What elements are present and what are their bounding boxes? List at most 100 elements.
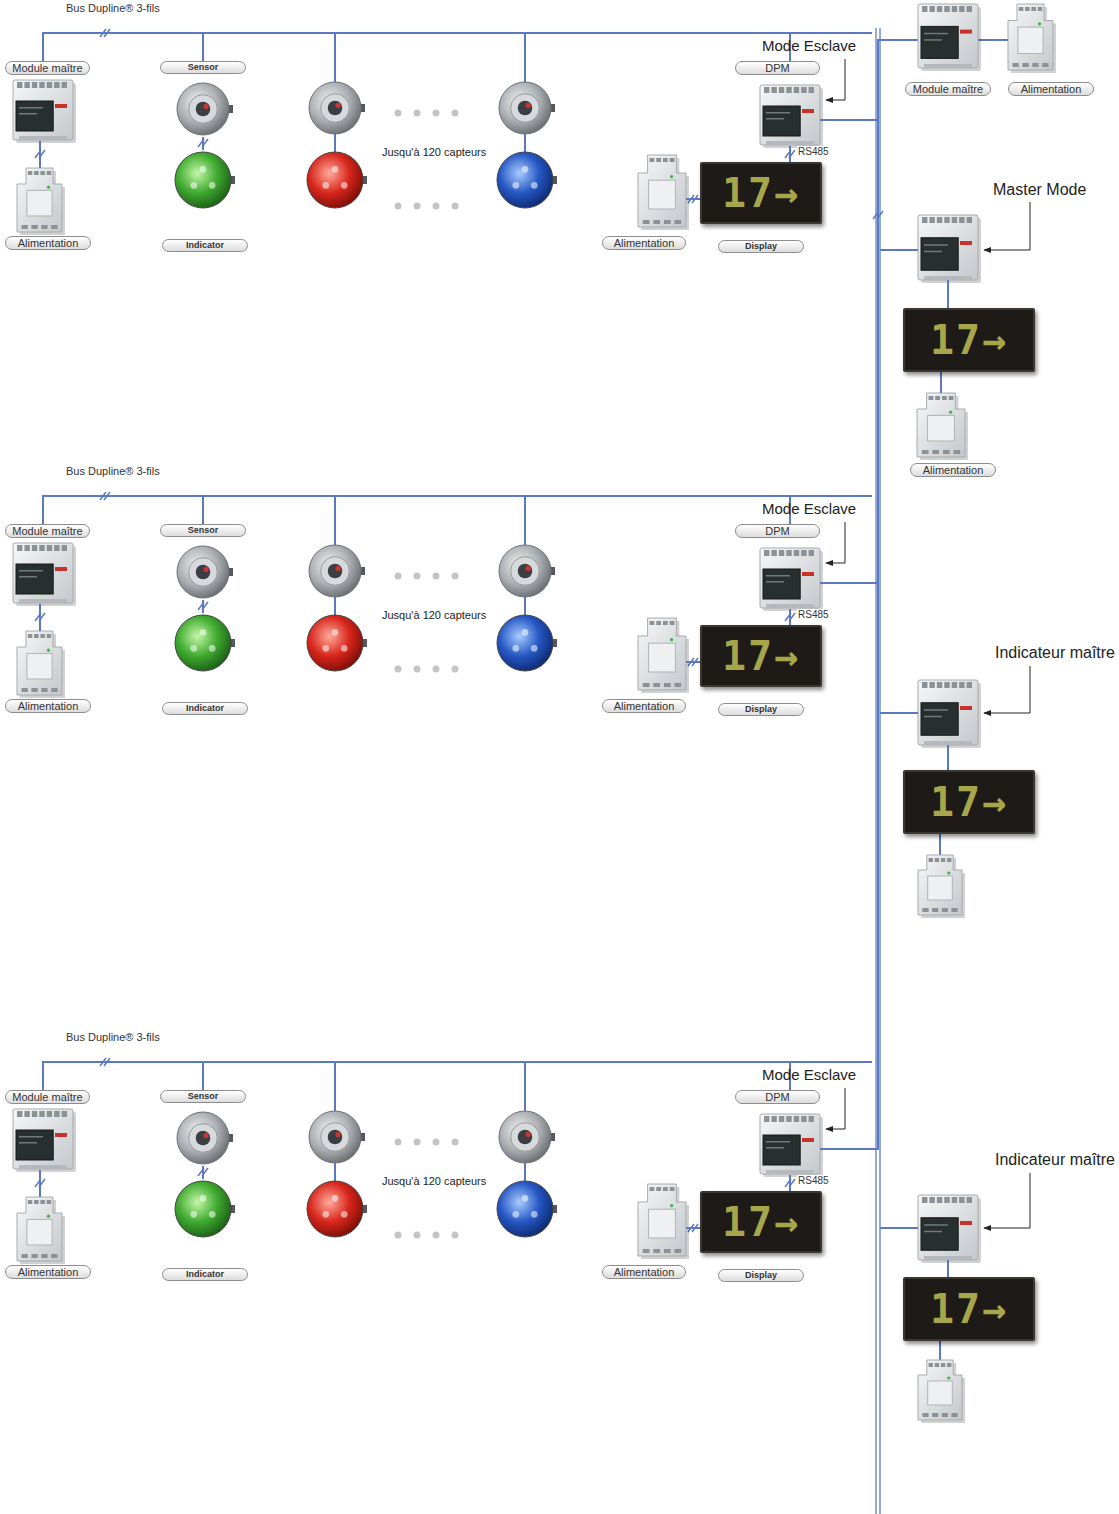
power-terminal bbox=[650, 621, 655, 625]
continuation-dot bbox=[414, 110, 421, 117]
device-tag: DPM bbox=[735, 524, 820, 538]
module-logo bbox=[802, 109, 814, 113]
bus-wire bbox=[947, 280, 949, 308]
power-terminal bbox=[942, 908, 948, 912]
din-module bbox=[13, 543, 76, 606]
power-body bbox=[918, 1360, 962, 1420]
power-terminal bbox=[31, 688, 37, 692]
module-panel-line bbox=[766, 1147, 784, 1149]
bus-label: Bus Dupline® 3-fils bbox=[65, 2, 161, 15]
device-node: 17→ bbox=[903, 770, 1035, 834]
bay-indicator bbox=[497, 152, 557, 208]
indicator-led bbox=[531, 645, 538, 652]
power-terminal bbox=[922, 450, 929, 454]
power-terminal bbox=[40, 171, 45, 175]
bus-connector bbox=[686, 661, 700, 663]
module-terminal bbox=[39, 545, 44, 551]
parking-sensor bbox=[499, 545, 555, 597]
device-tag: Alimentation bbox=[602, 236, 686, 250]
module-terminal bbox=[62, 1111, 67, 1117]
callout-leader bbox=[826, 522, 845, 563]
module-panel bbox=[16, 564, 53, 594]
din-module bbox=[760, 548, 823, 611]
bus-wire bbox=[880, 712, 918, 714]
module-logo bbox=[802, 572, 814, 576]
module-terminal bbox=[771, 87, 776, 93]
bus-connector bbox=[43, 33, 790, 61]
callout-leader bbox=[984, 202, 1030, 250]
module-terminal bbox=[937, 1197, 942, 1203]
bus-connector bbox=[202, 1166, 204, 1179]
module-terminal bbox=[809, 550, 814, 556]
continuation-dot bbox=[452, 666, 459, 673]
bay-indicator bbox=[307, 615, 367, 671]
sensor-body bbox=[177, 83, 229, 135]
module-terminal bbox=[786, 87, 791, 93]
power-terminal bbox=[935, 858, 939, 862]
bus-connector bbox=[39, 604, 41, 631]
device-node: DPM bbox=[735, 524, 820, 609]
module-panel-line bbox=[924, 709, 948, 711]
continuation-dot bbox=[452, 110, 459, 117]
led-display: 17→ bbox=[700, 625, 822, 687]
bus-wire bbox=[790, 1061, 872, 1063]
module-panel-line bbox=[19, 1136, 43, 1138]
bus-label: Bus Dupline® 3-fils bbox=[65, 1031, 161, 1044]
power-terminal bbox=[643, 220, 650, 224]
device-node: Module maître bbox=[5, 61, 90, 141]
power-front bbox=[928, 876, 953, 900]
device-node: Module maître bbox=[5, 524, 90, 604]
module-terminal bbox=[944, 682, 949, 688]
module-terminal bbox=[24, 1111, 29, 1117]
power-terminal bbox=[943, 450, 950, 454]
sensor-body bbox=[177, 546, 229, 598]
power-terminal bbox=[935, 1363, 939, 1367]
module-foot bbox=[924, 64, 972, 68]
module-terminal bbox=[801, 1116, 806, 1122]
module-terminal bbox=[786, 550, 791, 556]
module-panel-line bbox=[924, 251, 942, 253]
indicator-led bbox=[200, 1195, 207, 1202]
continuation-dot bbox=[414, 1139, 421, 1146]
parking-sensor bbox=[177, 83, 233, 135]
power-terminal bbox=[932, 1413, 938, 1417]
device-node: Alimentation bbox=[5, 631, 91, 713]
module-terminal bbox=[929, 6, 934, 12]
sensor-eye bbox=[518, 1130, 533, 1145]
power-terminal bbox=[1038, 7, 1043, 11]
power-led bbox=[947, 1376, 950, 1379]
bay-indicator bbox=[175, 1181, 235, 1237]
module-body bbox=[13, 80, 73, 140]
power-body bbox=[17, 631, 62, 695]
bay-indicator bbox=[175, 615, 235, 671]
power-front bbox=[1018, 27, 1043, 53]
indicator-led bbox=[531, 1211, 538, 1218]
indicator-body bbox=[497, 152, 553, 208]
callout-label: Mode Esclave bbox=[762, 1066, 856, 1084]
module-terminal bbox=[54, 82, 59, 88]
device-tag: Module maître bbox=[5, 524, 90, 538]
bay-indicator bbox=[497, 615, 557, 671]
bus-wire bbox=[939, 834, 941, 855]
bus-connector bbox=[789, 1175, 791, 1191]
led-display: 17→ bbox=[903, 308, 1035, 372]
power-terminal bbox=[932, 450, 939, 454]
module-logo bbox=[55, 567, 67, 571]
bus-label: RS485 bbox=[797, 609, 830, 621]
power-terminal bbox=[949, 396, 954, 400]
bay-indicator bbox=[175, 152, 235, 208]
indicator-body bbox=[307, 152, 363, 208]
module-terminal bbox=[967, 1197, 972, 1203]
callout-leader bbox=[984, 666, 1030, 713]
indicator-led bbox=[512, 1211, 519, 1218]
module-panel-line bbox=[924, 1231, 942, 1233]
power-led bbox=[947, 871, 950, 874]
power-front bbox=[928, 1381, 953, 1405]
power-body bbox=[17, 1197, 62, 1261]
sensor-lens bbox=[204, 567, 209, 572]
bus-wire bbox=[524, 33, 526, 82]
din-module bbox=[918, 215, 981, 283]
power-terminal bbox=[41, 1254, 47, 1258]
module-terminal bbox=[54, 545, 59, 551]
sensor-lens bbox=[336, 103, 341, 108]
